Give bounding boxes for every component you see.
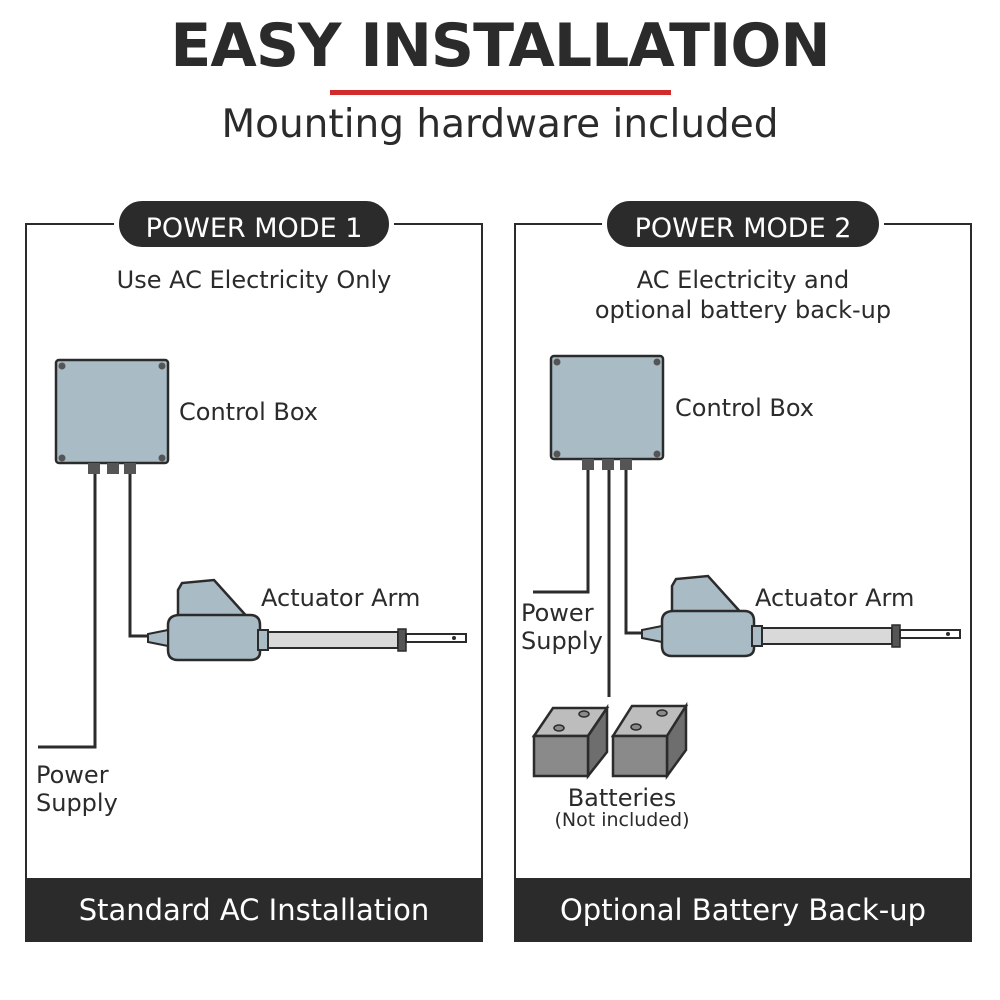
power-supply-line: Power bbox=[36, 761, 109, 789]
power-supply-line: Power bbox=[521, 599, 594, 627]
power-mode-2-badge: POWER MODE 2 bbox=[602, 196, 884, 252]
actuator-arm-label: Actuator Arm bbox=[755, 584, 915, 612]
panel-2-description: AC Electricity and optional battery back… bbox=[514, 265, 972, 325]
batteries-label: Batteries bbox=[567, 784, 677, 812]
page-title: EASY INSTALLATION bbox=[170, 11, 830, 81]
actuator-arm-label: Actuator Arm bbox=[261, 584, 421, 612]
panel-1-footer: Standard AC Installation bbox=[25, 878, 483, 942]
title-underline bbox=[330, 90, 671, 95]
page-subtitle: Mounting hardware included bbox=[221, 102, 779, 147]
power-supply-label: Power Supply bbox=[36, 761, 118, 817]
control-box-label: Control Box bbox=[179, 398, 318, 426]
control-box-label: Control Box bbox=[675, 394, 814, 422]
power-supply-line: Supply bbox=[36, 789, 118, 817]
panel-2-footer: Optional Battery Back-up bbox=[514, 878, 972, 942]
description-line: AC Electricity and bbox=[636, 266, 850, 294]
power-mode-2-panel bbox=[514, 223, 972, 942]
power-supply-line: Supply bbox=[521, 627, 603, 655]
batteries-note: (Not included) bbox=[554, 809, 690, 831]
power-supply-label: Power Supply bbox=[521, 599, 603, 655]
panel-1-description: Use AC Electricity Only bbox=[25, 265, 483, 295]
power-mode-1-badge: POWER MODE 1 bbox=[114, 196, 394, 252]
power-mode-1-panel bbox=[25, 223, 483, 942]
description-line: optional battery back-up bbox=[594, 296, 892, 324]
description-line: Use AC Electricity Only bbox=[116, 266, 392, 294]
